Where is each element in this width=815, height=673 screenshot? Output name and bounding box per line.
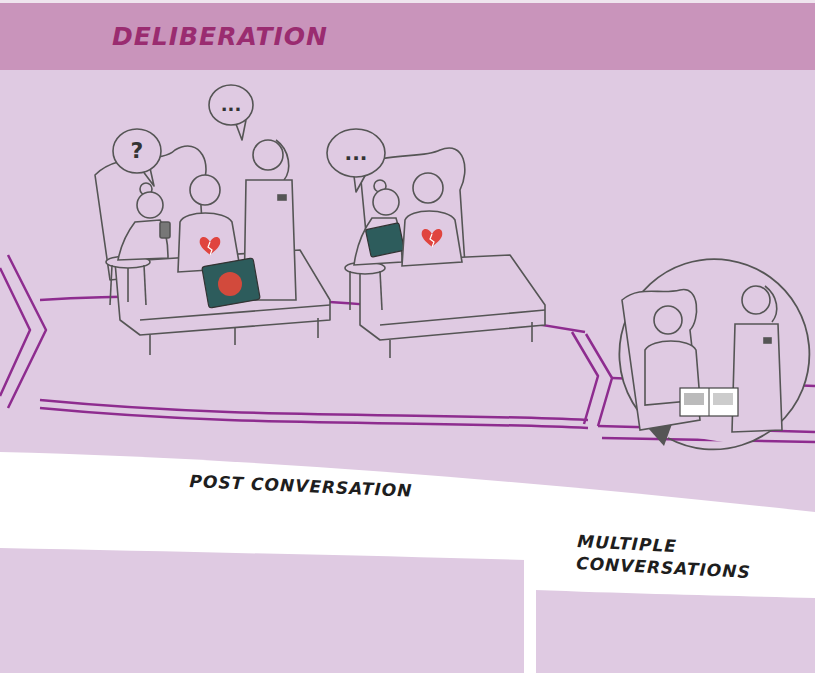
section-title: DELIBERATION — [112, 22, 328, 51]
phase-name: MULTIPLE CONVERSATIONS — [576, 530, 757, 583]
speech-bubble: ... — [326, 128, 386, 178]
stool — [106, 256, 150, 305]
bubble-text: ... — [345, 143, 368, 163]
speech-bubble: ? — [112, 128, 162, 174]
column-gap — [524, 540, 536, 673]
bubble-text: ? — [131, 140, 144, 162]
booklet — [365, 223, 404, 257]
patient — [402, 173, 462, 266]
bubble-shape — [113, 129, 161, 173]
white-band — [0, 452, 815, 673]
visitor — [118, 183, 170, 260]
lower-panel — [535, 590, 815, 673]
speech-bubble: ... — [208, 84, 254, 126]
bubble-text: ... — [221, 96, 242, 114]
lower-panel — [0, 548, 525, 673]
bed — [95, 146, 330, 355]
header-band — [0, 0, 815, 70]
bubble-shape — [209, 85, 253, 125]
booklet — [202, 258, 261, 308]
phase-label: MULTIPLE CONVERSATIONS — [576, 530, 757, 583]
phase-label: POST CONVERSATION — [189, 470, 413, 502]
decision-aid-sheet — [680, 388, 738, 416]
nurse — [732, 286, 782, 432]
header-edge — [0, 0, 815, 3]
bed — [360, 148, 545, 358]
phase-name: POST CONVERSATION — [189, 470, 413, 502]
cycle-circle — [619, 259, 809, 449]
bubble-shape — [327, 129, 385, 177]
patient — [178, 175, 240, 272]
stool — [345, 262, 385, 310]
broken-heart — [200, 229, 675, 389]
